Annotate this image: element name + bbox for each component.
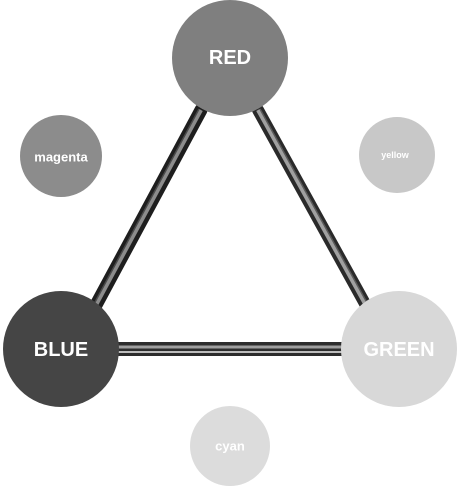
- edge-red-green: [252, 104, 380, 326]
- node-cyan-circle: [190, 406, 270, 486]
- node-blue: BLUE: [3, 291, 119, 407]
- node-green-label: GREEN: [363, 339, 434, 361]
- node-cyan: cyan: [190, 406, 270, 486]
- primary-nodes: RED BLUE GREEN: [3, 0, 457, 407]
- edge-blue-green: [103, 342, 357, 356]
- edges: [82, 103, 380, 356]
- edge-red-blue: [82, 103, 208, 325]
- node-yellow: yellow: [359, 117, 435, 193]
- node-green: GREEN: [341, 291, 457, 407]
- secondary-nodes: magenta yellow cyan: [20, 115, 435, 486]
- node-green-circle: [341, 291, 457, 407]
- node-cyan-label: cyan: [215, 439, 245, 454]
- node-magenta-circle: [20, 115, 102, 197]
- node-red: RED: [172, 0, 288, 116]
- node-red-circle: [172, 0, 288, 116]
- node-magenta: magenta: [20, 115, 102, 197]
- node-red-label: RED: [209, 47, 251, 69]
- node-yellow-circle: [359, 117, 435, 193]
- node-yellow-label: yellow: [381, 150, 410, 160]
- node-blue-label: BLUE: [34, 339, 88, 361]
- node-magenta-label: magenta: [34, 150, 88, 165]
- node-blue-circle: [3, 291, 119, 407]
